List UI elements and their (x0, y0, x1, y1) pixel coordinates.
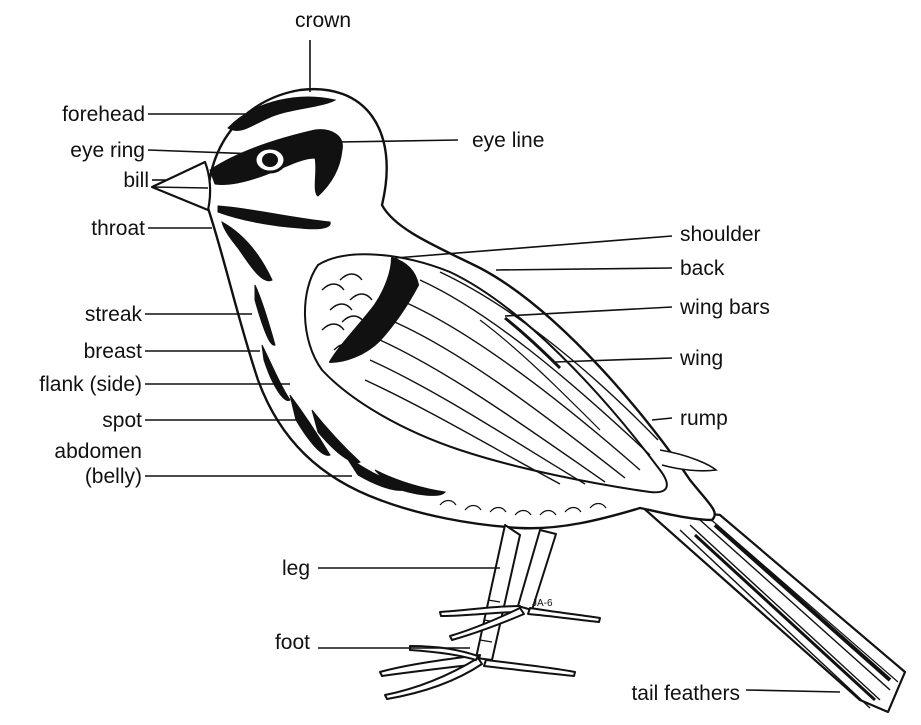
label-throat: throat (91, 218, 145, 239)
label-wing: wing (680, 348, 723, 369)
label-eye-ring: eye ring (70, 140, 145, 161)
label-eye-line: eye line (472, 130, 544, 151)
label-tail-feathers: tail feathers (631, 683, 740, 704)
label-forehead: forehead (62, 104, 145, 125)
label-rump: rump (680, 408, 728, 429)
label-streak: streak (85, 304, 142, 325)
label-breast: breast (84, 341, 142, 362)
label-spot: spot (102, 410, 142, 431)
label-foot: foot (275, 632, 310, 653)
legs (476, 525, 556, 660)
eye (255, 148, 285, 172)
bill (152, 162, 210, 210)
label-flank: flank (side) (39, 374, 142, 395)
leader-back (496, 268, 672, 270)
leader-rump (652, 418, 672, 420)
label-crown: crown (295, 10, 351, 31)
leader-tail-feathers (746, 690, 840, 692)
artist-mark: JA-6 (532, 598, 553, 609)
label-wing-bars: wing bars (680, 297, 770, 318)
label-back: back (680, 258, 724, 279)
label-belly: (belly) (85, 466, 142, 487)
label-bill: bill (123, 170, 149, 191)
label-leg: leg (282, 558, 310, 579)
label-abdomen: abdomen (54, 441, 142, 462)
tail (640, 505, 905, 712)
label-shoulder: shoulder (680, 224, 761, 245)
